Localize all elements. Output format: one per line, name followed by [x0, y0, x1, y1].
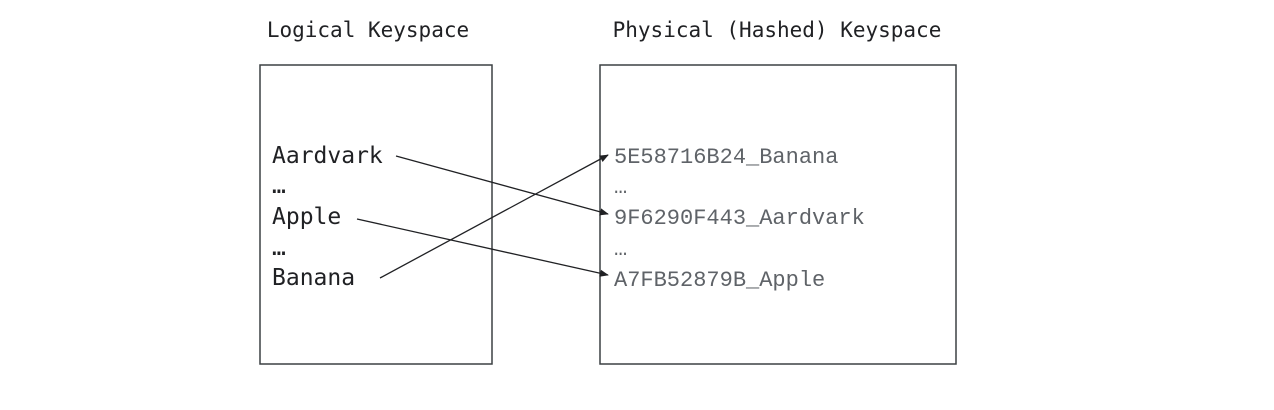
physical-key-ellipsis: … [614, 237, 627, 262]
physical-key-aardvark: 9F6290F443_Aardvark [614, 206, 865, 231]
logical-key-apple: Apple [272, 204, 341, 230]
physical-key-banana: 5E58716B24_Banana [614, 145, 838, 170]
logical-keyspace-box [259, 64, 493, 365]
logical-keyspace-title: Logical Keyspace [267, 18, 469, 42]
logical-key-aardvark: Aardvark [272, 143, 383, 169]
logical-key-ellipsis: … [272, 173, 286, 199]
physical-key-ellipsis: … [614, 175, 627, 200]
logical-key-ellipsis: … [272, 235, 286, 261]
arrow-apple-to-hashed [356, 218, 609, 277]
arrow-aardvark-to-hashed [395, 155, 609, 216]
physical-keyspace-title: Physical (Hashed) Keyspace [613, 18, 942, 42]
arrow-banana-to-hashed [379, 154, 609, 279]
physical-key-apple: A7FB52879B_Apple [614, 268, 825, 293]
logical-key-banana: Banana [272, 265, 355, 291]
